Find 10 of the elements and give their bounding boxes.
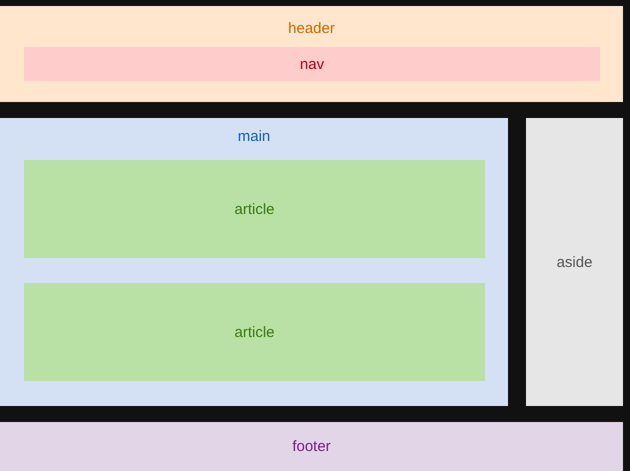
main-panel — [0, 118, 508, 406]
footer-panel — [0, 422, 623, 471]
section-label: footer — [292, 438, 331, 455]
header-panel — [0, 6, 623, 102]
nav-bar: nav — [24, 47, 600, 81]
article-block: article — [24, 283, 485, 381]
section-label: main — [238, 128, 270, 145]
section-label: header — [288, 20, 335, 37]
aside-panel: aside — [526, 118, 623, 406]
article-block: article — [24, 160, 485, 258]
